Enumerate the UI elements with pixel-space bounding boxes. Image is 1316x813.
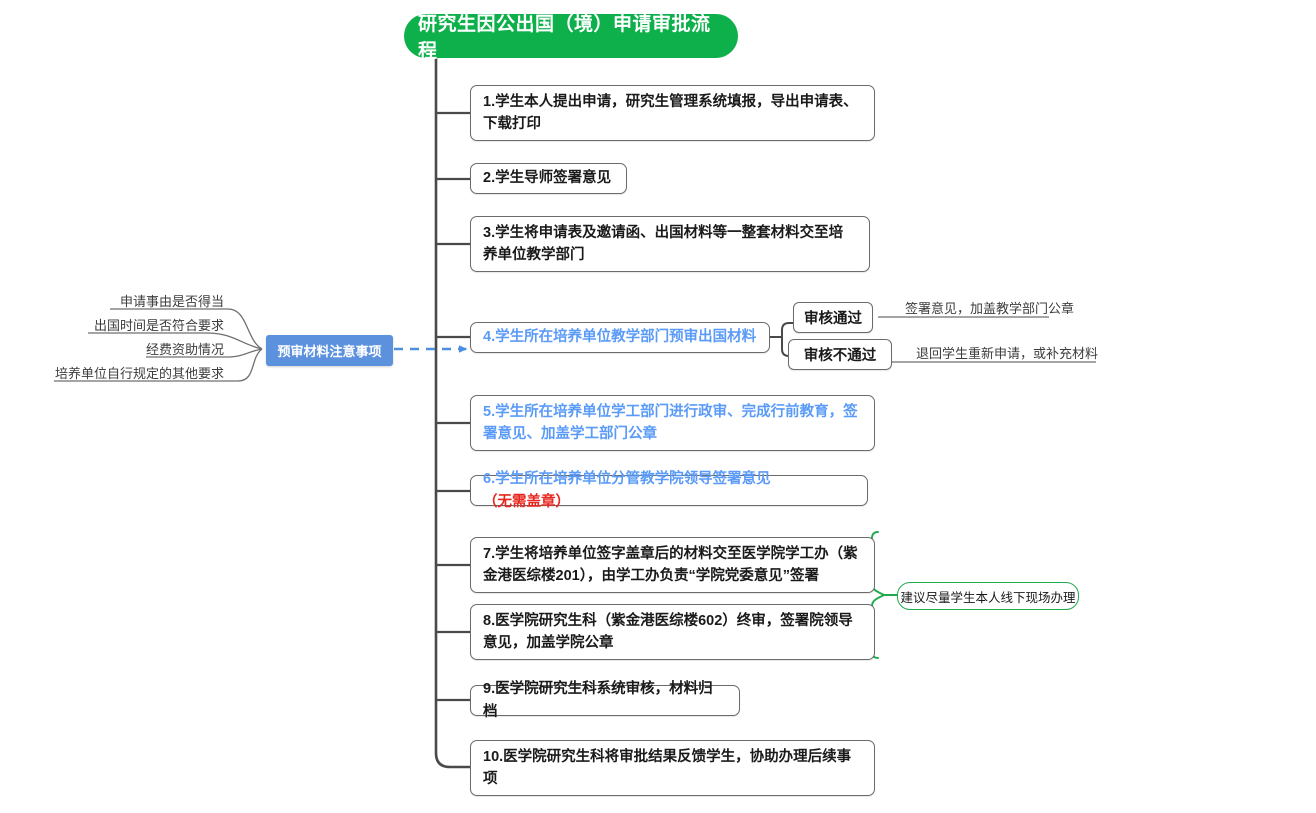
step-3-label: 3.学生将申请表及邀请函、出国材料等一整套材料交至培养单位教学部门 [483, 224, 844, 263]
edge-label-pass: 签署意见，加盖教学部门公章 [905, 301, 1075, 316]
step-box-5[interactable]: 5.学生所在培养单位学工部门进行政审、完成行前教育，签署意见、加盖学工部门公章 [470, 395, 875, 451]
step-6-label: 6.学生所在培养单位分管教学院领导签署意见 [483, 471, 771, 488]
step-box-8[interactable]: 8.医学院研究生科（紫金港医综楼602）终审，签署院领导意见，加盖学院公章 [470, 604, 875, 660]
step-box-2[interactable]: 2.学生导师签署意见 [470, 163, 627, 194]
step-9-label: 9.医学院研究生科系统审核，材料归档 [483, 681, 713, 720]
step-box-7[interactable]: 7.学生将培养单位签字盖章后的材料交至医学院学工办（紫金港医综楼201），由学工… [470, 537, 875, 593]
pre-review-note-box[interactable]: 预审材料注意事项 [266, 335, 393, 366]
step-7-label: 7.学生将培养单位签字盖章后的材料交至医学院学工办（紫金港医综楼201），由学工… [483, 545, 858, 584]
step-10-label: 10.医学院研究生科将审批结果反馈学生，协助办理后续事项 [483, 748, 852, 787]
page-title: 研究生因公出国（境）申请审批流程 [418, 14, 711, 62]
decision-fail-label: 审核不通过 [803, 348, 877, 364]
step-8-label: 8.医学院研究生科（紫金港医综楼602）终审，签署院领导意见，加盖学院公章 [483, 612, 853, 651]
step-box-4[interactable]: 4.学生所在培养单位教学部门预审出国材料 [470, 322, 770, 353]
advice-note-label: 建议尽量学生本人线下现场办理 [900, 590, 1076, 605]
decision-box-pass[interactable]: 审核通过 [793, 302, 873, 333]
step-box-9[interactable]: 9.医学院研究生科系统审核，材料归档 [470, 681, 740, 720]
step-box-10[interactable]: 10.医学院研究生科将审批结果反馈学生，协助办理后续事项 [470, 740, 875, 796]
advice-note-pill[interactable]: 建议尽量学生本人线下现场办理 [897, 582, 1079, 610]
pre-review-item-3: 经费资助情况 [145, 342, 224, 357]
decision-box-fail[interactable]: 审核不通过 [788, 339, 892, 370]
step-box-1[interactable]: 1.学生本人提出申请，研究生管理系统填报，导出申请表、下载打印 [470, 85, 875, 141]
root-title-pill: 研究生因公出国（境）申请审批流程 [404, 14, 738, 62]
decision-pass-label: 审核通过 [804, 311, 862, 327]
step-5-label: 5.学生所在培养单位学工部门进行政审、完成行前教育，签署意见、加盖学工部门公章 [483, 403, 858, 442]
step-box-6[interactable]: 6.学生所在培养单位分管教学院领导签署意见 （无需盖章） [470, 471, 868, 510]
step-1-label: 1.学生本人提出申请，研究生管理系统填报，导出申请表、下载打印 [483, 93, 858, 132]
step-box-3[interactable]: 3.学生将申请表及邀请函、出国材料等一整套材料交至培养单位教学部门 [470, 216, 870, 272]
step-6-suffix: （无需盖章） [483, 493, 570, 510]
pre-review-item-2: 出国时间是否符合要求 [93, 318, 224, 333]
pre-review-item-4: 培养单位自行规定的其他要求 [54, 366, 224, 381]
pre-review-note-title: 预审材料注意事项 [277, 344, 382, 359]
step-2-label: 2.学生导师签署意见 [483, 170, 612, 187]
edge-label-fail: 退回学生重新申请，或补充材料 [916, 346, 1099, 361]
pre-review-item-1: 申请事由是否得当 [119, 294, 224, 309]
step-4-label: 4.学生所在培养单位教学部门预审出国材料 [483, 329, 757, 346]
